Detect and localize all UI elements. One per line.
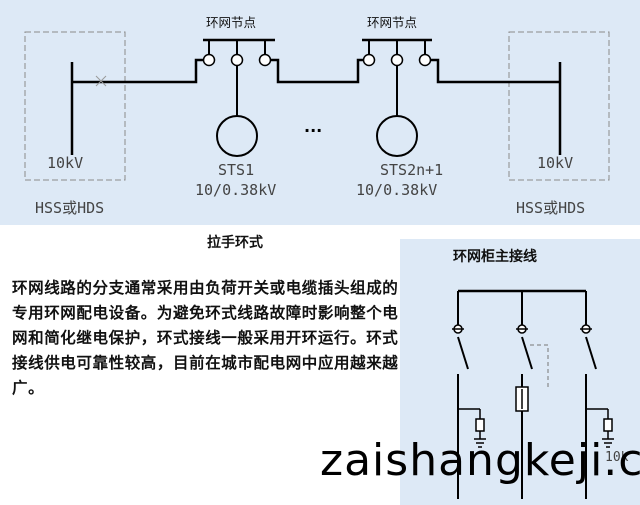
right-substation-voltage: 10kV xyxy=(537,154,573,172)
feeder-line-right xyxy=(430,58,560,84)
ring-node-1 xyxy=(202,38,275,116)
middle-interlock-dashed xyxy=(530,344,549,389)
left-substation-name: HSS或HDS xyxy=(35,199,104,217)
ellipsis: ... xyxy=(304,117,322,136)
main-wiring-panel xyxy=(400,239,640,505)
ring-network-diagram: 环网节点 环网节点 ... 10kV HSS或HDS 10kV HSS或HDS … xyxy=(24,15,610,217)
left-substation-voltage: 10kV xyxy=(47,154,83,172)
node-2-label: 环网节点 xyxy=(367,15,417,30)
right-substation-box xyxy=(508,31,610,181)
earthing-left xyxy=(458,408,486,448)
left-substation-box xyxy=(24,31,126,181)
sts-1-name: STS1 xyxy=(218,161,254,179)
sts-2-rating: 10/0.38kV xyxy=(356,181,437,199)
sts-2-name: STS2n+1 xyxy=(380,161,443,179)
branch-right xyxy=(580,291,597,499)
sts-1-rating: 10/0.38kV xyxy=(195,181,276,199)
sts-2-transformer xyxy=(376,115,418,157)
main-wiring-diagram: 10k xyxy=(452,289,629,499)
watermark: zaishangkeji.c xyxy=(320,435,640,486)
sts-1-transformer xyxy=(216,115,258,157)
main-wiring-partial-label: 10k xyxy=(605,450,629,465)
feeder-line-middle xyxy=(270,58,366,84)
main-wiring-title: 环网柜主接线 xyxy=(453,249,537,265)
description-text: 环网线路的分支通常采用由负荷开关或电缆插头组成的专用环网配电设备。为避免环式线路… xyxy=(12,279,399,397)
open-point-marker xyxy=(95,75,107,87)
right-substation-name: HSS或HDS xyxy=(516,199,585,217)
diagram-caption: 拉手环式 xyxy=(207,235,263,251)
ring-network-diagram-panel xyxy=(0,0,640,225)
node-1-label: 环网节点 xyxy=(206,15,256,30)
ring-node-2 xyxy=(362,38,432,116)
earthing-right xyxy=(586,408,614,448)
feeder-line-left xyxy=(72,58,206,84)
branch-left xyxy=(452,291,469,499)
